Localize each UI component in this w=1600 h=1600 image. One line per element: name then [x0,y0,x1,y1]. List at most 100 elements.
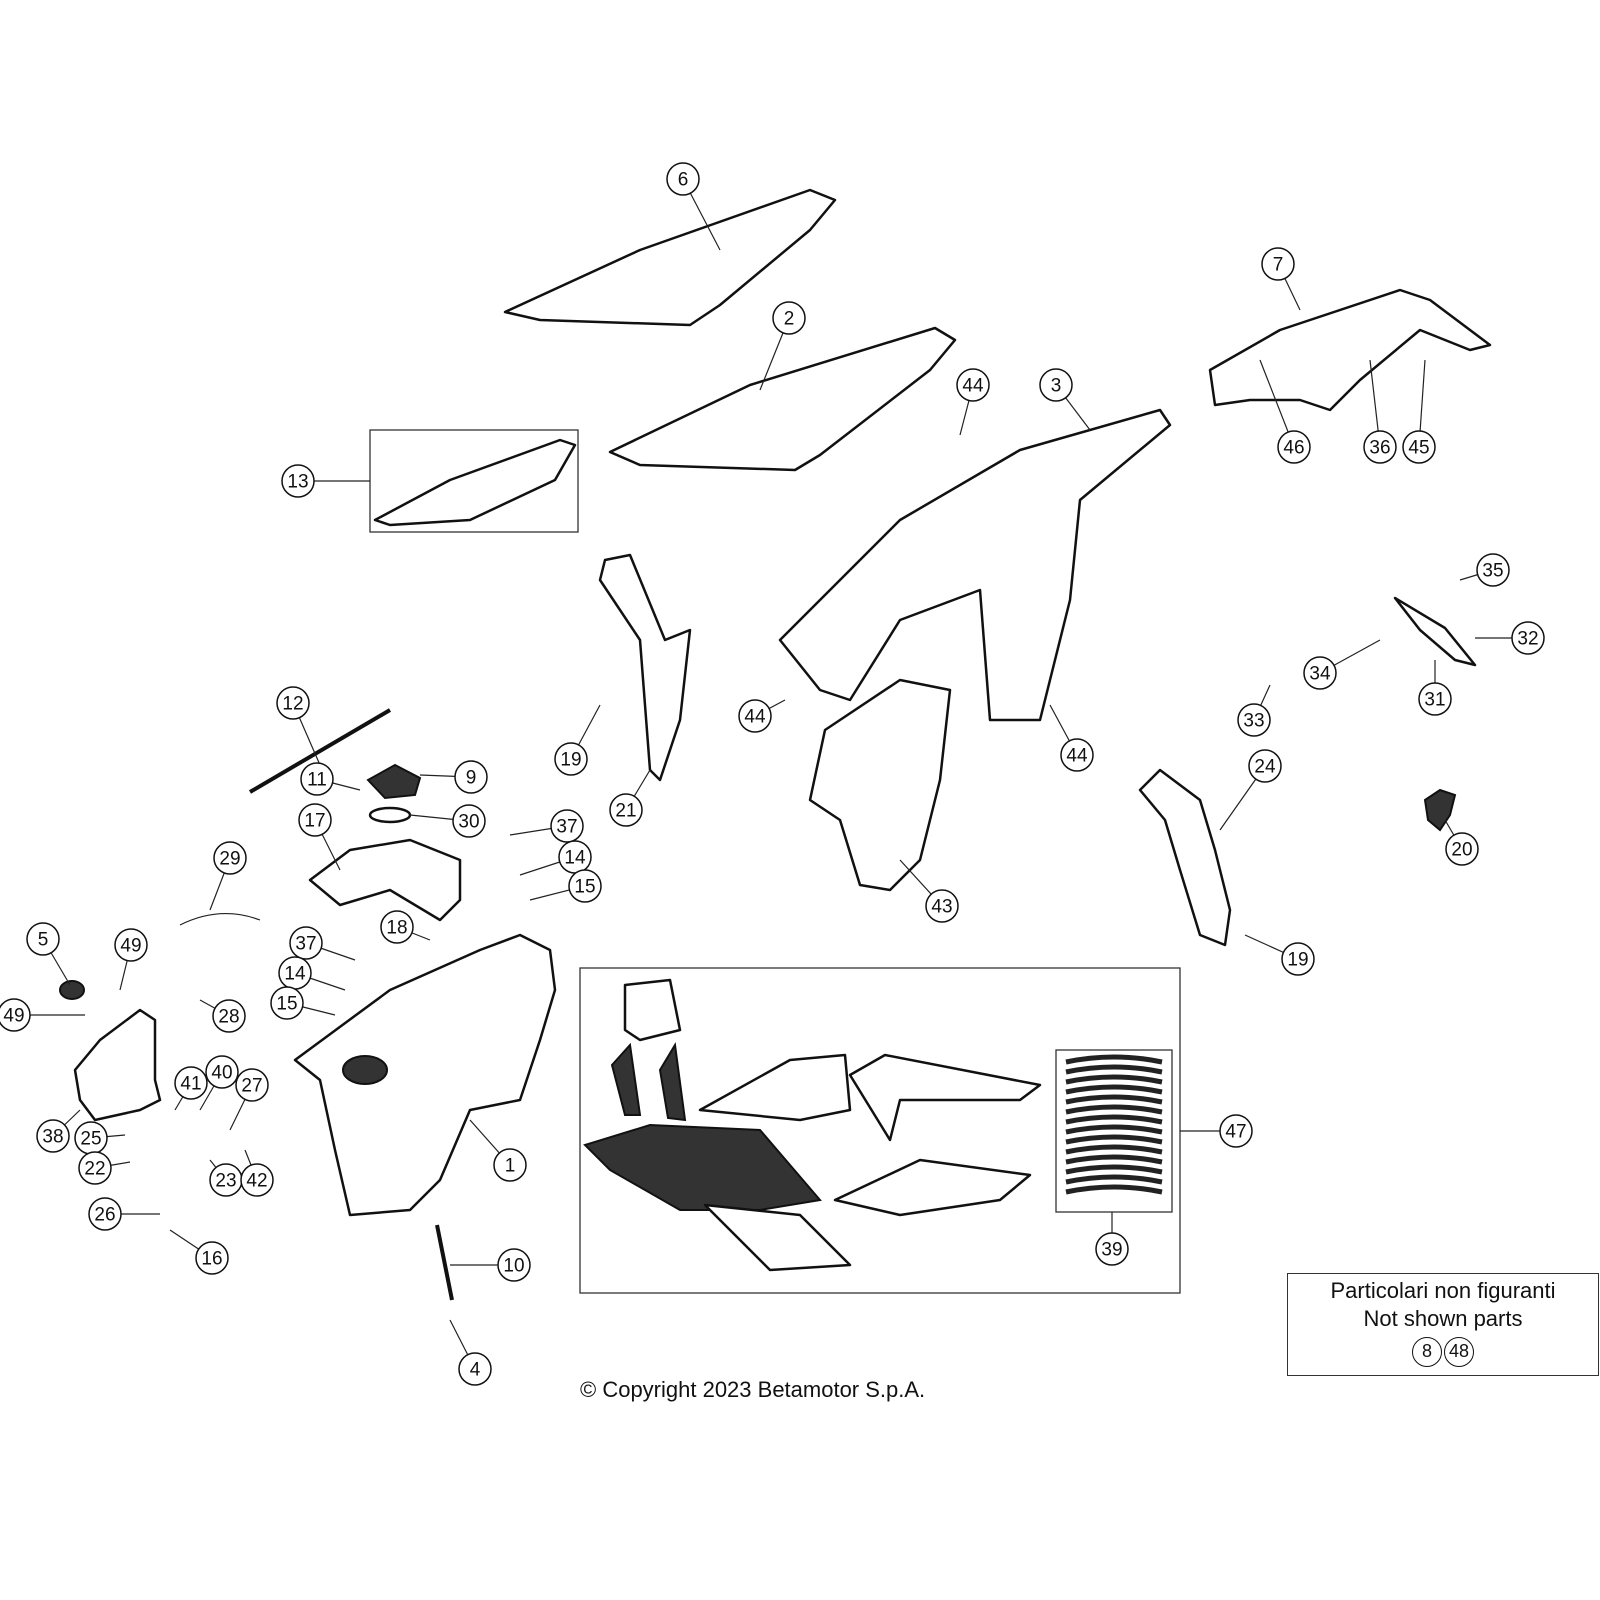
svg-text:19: 19 [560,750,581,771]
part-callout-44[interactable]: 44 [738,699,772,733]
svg-text:31: 31 [1424,690,1445,711]
part-callout-45[interactable]: 45 [1402,430,1436,464]
svg-text:11: 11 [307,770,327,791]
side-panel-3 [778,408,1172,722]
seat-cover-13 [373,438,577,527]
plate-31 [1393,596,1477,667]
filler-neck [342,1055,388,1085]
part-callout-18[interactable]: 18 [380,910,414,944]
part-callout-43[interactable]: 43 [925,889,959,923]
svg-text:2: 2 [784,309,795,330]
decal-side-main [583,1123,822,1211]
svg-text:10: 10 [503,1256,524,1277]
part-callout-24[interactable]: 24 [1248,749,1282,783]
part-callout-4[interactable]: 4 [458,1352,492,1386]
svg-text:49: 49 [3,1006,24,1027]
part-callout-38[interactable]: 38 [36,1119,70,1153]
decal-tank-left [698,1053,852,1122]
part-callout-46[interactable]: 46 [1277,430,1311,464]
svg-text:39: 39 [1101,1240,1122,1261]
svg-text:18: 18 [386,918,407,939]
part-callout-6[interactable]: 6 [666,162,700,196]
part-callout-11[interactable]: 11 [300,762,334,796]
part-callout-37[interactable]: 37 [289,926,323,960]
part-callout-49[interactable]: 49 [0,998,31,1032]
part-callout-42[interactable]: 42 [240,1163,274,1197]
part-callout-40[interactable]: 40 [205,1055,239,1089]
part-ref-callout[interactable]: 48 [1444,1337,1474,1367]
part-callout-44[interactable]: 44 [1060,738,1094,772]
part-callout-20[interactable]: 20 [1445,832,1479,866]
part-callout-5[interactable]: 5 [26,922,60,956]
cap-5 [59,980,85,1000]
part-callout-35[interactable]: 35 [1476,553,1510,587]
part-callout-23[interactable]: 23 [209,1163,243,1197]
part-callout-13[interactable]: 13 [281,464,315,498]
svg-text:40: 40 [211,1063,232,1084]
hose-29 [179,913,261,926]
svg-text:43: 43 [931,897,952,918]
part-callout-28[interactable]: 28 [212,999,246,1033]
part-callout-39[interactable]: 39 [1095,1232,1129,1266]
part-callout-2[interactable]: 2 [772,301,806,335]
svg-text:41: 41 [180,1074,201,1095]
part-callout-47[interactable]: 47 [1219,1114,1253,1148]
svg-text:14: 14 [284,964,306,985]
part-callout-1[interactable]: 1 [493,1148,527,1182]
part-callout-32[interactable]: 32 [1511,621,1545,655]
part-callout-19[interactable]: 19 [1281,942,1315,976]
part-callout-16[interactable]: 16 [195,1241,229,1275]
rim-sticker [1065,1144,1163,1155]
part-callout-14[interactable]: 14 [558,840,592,874]
note-line-italian: Particolari non figuranti [1330,1278,1556,1303]
decal-fork-r [658,1042,687,1122]
part-callout-30[interactable]: 30 [452,804,486,838]
part-callout-9[interactable]: 9 [454,760,488,794]
svg-text:24: 24 [1254,757,1276,778]
part-callout-7[interactable]: 7 [1261,247,1295,281]
part-callout-36[interactable]: 36 [1363,430,1397,464]
part-callout-21[interactable]: 21 [609,793,643,827]
part-callout-10[interactable]: 10 [497,1248,531,1282]
svg-text:29: 29 [219,849,240,870]
gasket-30 [368,806,412,824]
part-callout-44[interactable]: 44 [956,368,990,402]
part-callout-41[interactable]: 41 [174,1066,208,1100]
rim-sticker [1065,1064,1163,1075]
rod-10 [435,1224,454,1301]
svg-text:7: 7 [1273,255,1284,276]
part-callout-3[interactable]: 3 [1039,368,1073,402]
svg-text:37: 37 [556,817,577,838]
part-callout-17[interactable]: 17 [298,803,332,837]
part-callout-22[interactable]: 22 [78,1151,112,1185]
part-callout-25[interactable]: 25 [74,1121,108,1155]
part-callout-33[interactable]: 33 [1237,703,1271,737]
clamp-20 [1423,788,1457,832]
part-callout-31[interactable]: 31 [1418,682,1452,716]
svg-text:42: 42 [246,1171,267,1192]
canister-38 [73,1008,162,1122]
seat-2 [608,326,957,472]
part-callout-19[interactable]: 19 [554,742,588,776]
part-callout-34[interactable]: 34 [1303,656,1337,690]
part-callout-49[interactable]: 49 [114,928,148,962]
rear-fender-7 [1208,288,1492,412]
part-callout-12[interactable]: 12 [276,686,310,720]
note-line-english: Not shown parts [1363,1306,1523,1331]
svg-text:4: 4 [470,1360,481,1381]
rim-sticker [1065,1154,1163,1165]
part-callout-27[interactable]: 27 [235,1068,269,1102]
part-ref-callout[interactable]: 8 [1412,1337,1442,1367]
svg-text:49: 49 [120,936,141,957]
part-callout-14[interactable]: 14 [278,956,312,990]
part-callout-15[interactable]: 15 [270,986,304,1020]
part-callout-26[interactable]: 26 [88,1197,122,1231]
svg-text:44: 44 [1066,746,1088,767]
svg-text:30: 30 [458,812,479,833]
part-callout-37[interactable]: 37 [550,809,584,843]
rim-sticker [1065,1104,1163,1115]
part-callout-15[interactable]: 15 [568,869,602,903]
svg-text:46: 46 [1283,438,1304,459]
part-callout-29[interactable]: 29 [213,841,247,875]
rim-sticker [1065,1074,1163,1085]
